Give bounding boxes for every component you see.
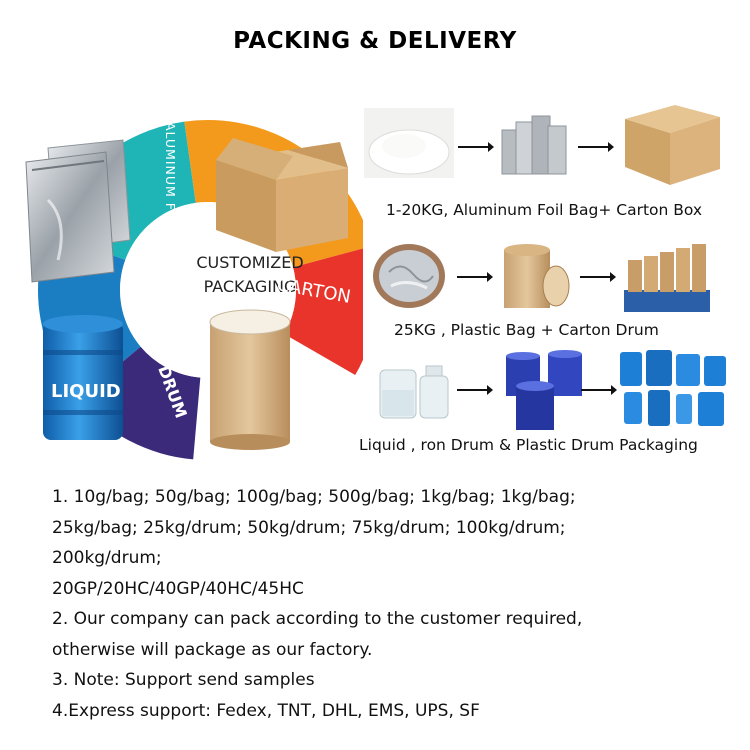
note-line: 2. Our company can pack according to the… [52,609,583,629]
note-line: 1. 10g/bag; 50g/bag; 100g/bag; 500g/bag;… [52,487,576,507]
arrow-icon [581,385,617,395]
row-caption: 1-20KG, Aluminum Foil Bag+ Carton Box [386,201,703,219]
page-title: PACKING & DELIVERY [233,28,517,54]
segment-label-foil: ALUMINUM FOIL [163,122,178,234]
foil-bags-image [501,115,567,175]
note-line: 4.Express support: Fedex, TNT, DHL, EMS,… [52,700,480,721]
liquid-drum-image [43,315,123,440]
wheel-center-line2: PACKAGING [204,277,297,296]
liquid-bottles-image [379,365,449,419]
arrow-icon [457,272,493,282]
note-line: otherwise will package as our factory. [52,639,373,660]
arrow-icon [458,142,494,152]
note-line: 3. Note: Support send samples [52,670,315,690]
wheel-center-line1: CUSTOMIZED [196,253,303,272]
row-caption: Liquid , ron Drum & Plastic Drum Packagi… [359,436,698,454]
plastic-bag-in-drum-image [373,244,445,308]
plastic-drums-image [620,350,726,426]
arrow-icon [578,142,614,152]
segment-label-liquid: LIQUID [51,381,121,402]
note-line: 25kg/bag; 25kg/drum; 50kg/drum; 75kg/dru… [52,517,566,538]
packing-notes: 1. 10g/bag; 50g/bag; 100g/bag; 500g/bag;… [52,482,732,726]
iron-drums-image [506,350,582,430]
arrow-icon [457,385,493,395]
carton-box-image [216,138,348,252]
packaging-wheel: CUSTOMIZED PACKAGING ALUMINUM FOIL CARTO… [25,120,363,460]
carton-drum-image [504,244,570,308]
carton-drum-image [209,309,291,450]
stacked-carton-drums-image [624,244,710,312]
ring-segment-red [284,248,363,375]
foil-bag-image [25,139,131,283]
row-caption: 25KG , Plastic Bag + Carton Drum [394,321,659,339]
note-line: 200kg/drum; [52,548,162,568]
carton-box-image [625,105,720,185]
arrow-icon [580,272,616,282]
white-powder-image [364,108,454,178]
note-line: 20GP/20HC/40GP/40HC/45HC [52,578,304,599]
